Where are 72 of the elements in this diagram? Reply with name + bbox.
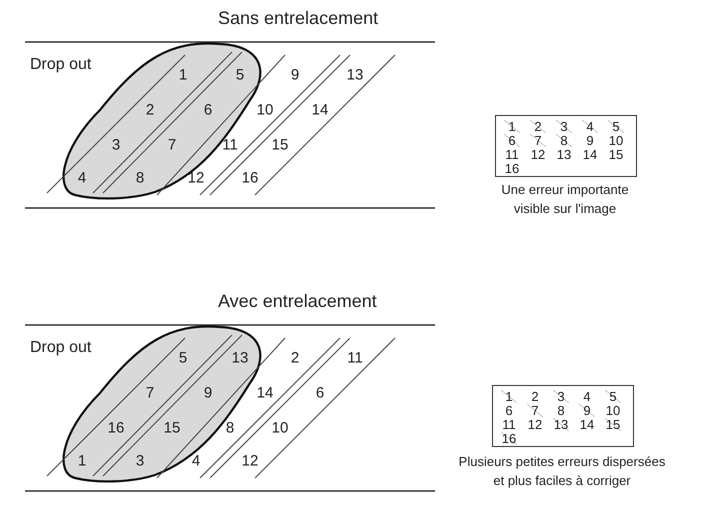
struck-number: 1 [504,120,520,133]
error-grid [495,115,637,177]
struck-number: 1 [501,390,517,403]
frame-number: 11 [504,148,520,161]
frame-number: 12 [530,148,546,161]
struck-number: 5 [605,390,621,403]
track-number: 15 [164,420,180,436]
frame-number: 14 [582,148,598,161]
track-number: 16 [108,420,124,436]
track-number: 1 [78,454,86,468]
track-number: 6 [316,386,324,400]
track-number: 3 [112,138,120,152]
struck-number: 9 [579,404,595,417]
track-number: 13 [346,68,364,82]
section-title: Sans entrelacement [218,8,378,29]
track-number: 13 [232,350,248,366]
track-number: 10 [256,102,274,118]
track-number: 9 [290,68,300,82]
struck-number: 16 [501,432,517,445]
frame-number: 16 [504,162,520,175]
track-number: 11 [222,138,238,152]
track-number: 12 [188,170,204,186]
frame-number: 13 [556,148,572,161]
struck-number: 3 [553,390,569,403]
error-grid [492,385,634,447]
track-number: 3 [136,454,144,468]
struck-number: 2 [530,120,546,133]
track-number: 5 [178,350,188,366]
struck-number: 8 [556,134,572,147]
frame-number: 10 [608,134,624,147]
caption-text: Plusieurs petites erreurs dispersées et plus faciles à corriger [458,453,666,490]
frame-number: 4 [582,390,592,403]
struck-number: 7 [530,134,546,147]
frame-number: 14 [579,418,595,431]
track-number: 8 [136,170,144,186]
track-number: 11 [347,350,363,366]
track-number: 2 [146,102,154,118]
track-number: 7 [168,138,176,152]
frame-number: 6 [504,404,514,417]
struck-number: 5 [608,120,624,133]
track-number: 10 [272,420,288,436]
track-number: 14 [256,386,274,400]
frame-number: 12 [527,418,543,431]
track-number: 4 [78,170,86,186]
caption-text: Une erreur importante visible sur l'image [500,181,630,218]
struck-number: 15 [605,418,621,431]
track-number: 6 [204,102,212,118]
track-number: 16 [242,170,258,186]
track-number: 12 [242,454,258,468]
struck-number: 3 [556,120,572,133]
track-number: 9 [204,386,212,400]
frame-number: 8 [556,404,566,417]
frame-number: 15 [608,148,624,161]
track-number: 8 [226,420,234,436]
struck-number: 13 [553,418,569,431]
frame-number: 10 [605,404,621,417]
track-number: 2 [290,350,300,366]
track-number: 15 [272,138,288,152]
area-label: Drop out [30,339,92,357]
track-number: 14 [312,102,328,118]
section-title: Avec entrelacement [218,291,377,312]
struck-number: 7 [527,404,543,417]
area-label: Drop out [30,56,92,74]
frame-number: 11 [501,418,517,431]
struck-number: 6 [504,134,520,147]
track-number: 4 [192,454,200,468]
struck-number: 4 [582,120,598,133]
track-number: 5 [236,68,244,82]
track-number: 7 [146,386,154,400]
frame-number: 9 [585,134,595,147]
frame-number: 2 [530,390,540,403]
track-number: 1 [178,68,188,82]
